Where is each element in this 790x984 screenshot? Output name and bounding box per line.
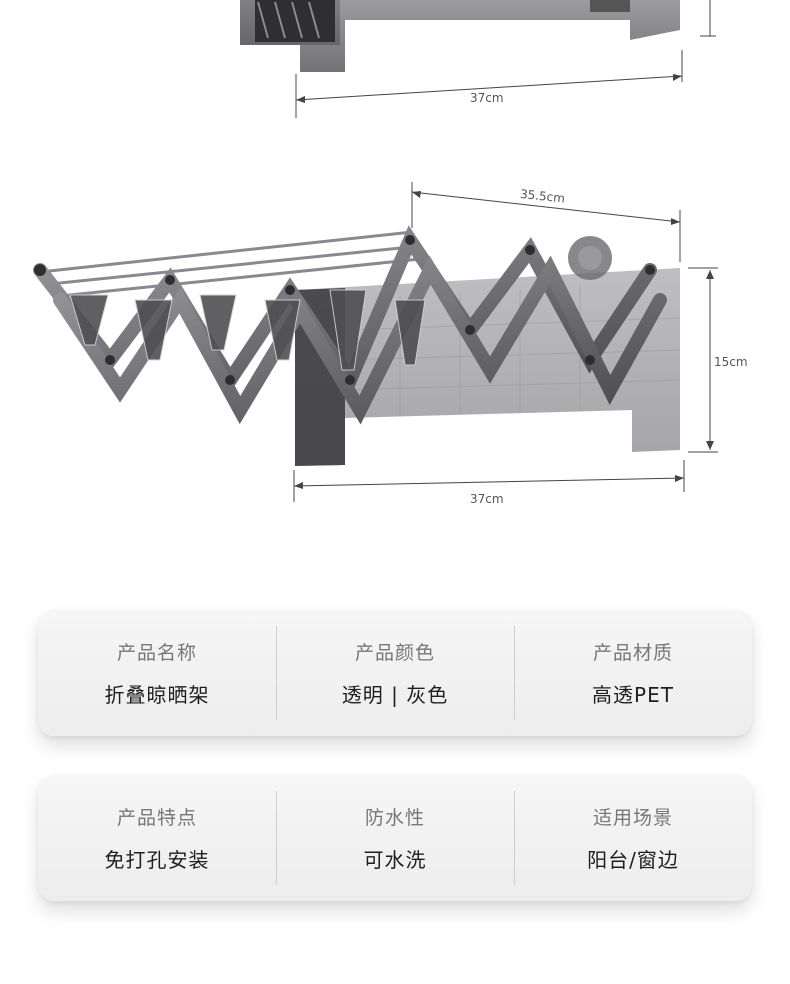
dimension-top-width: 37cm	[295, 50, 683, 118]
spec-label: 产品颜色	[354, 642, 435, 664]
spec-label: 产品特点	[116, 807, 197, 829]
spec-card-row-2: 产品特点 免打孔安装 防水性 可水洗 适用场景 阳台/窗边	[38, 775, 752, 901]
spec-value: 折叠晾晒架	[104, 683, 210, 707]
height-label: 15cm	[714, 355, 748, 369]
spec-value: 可水洗	[363, 848, 427, 872]
spec-label: 产品名称	[116, 642, 197, 664]
spec-value: 免打孔安装	[104, 848, 210, 872]
spec-label: 产品材质	[592, 642, 673, 664]
spec-cell-product-material: 产品材质 高透PET	[514, 610, 752, 736]
bottom-width-label: 37cm	[470, 492, 504, 506]
spec-value: 透明 | 灰色	[341, 683, 449, 707]
rack-image-main	[33, 225, 681, 466]
spec-cell-product-feature: 产品特点 免打孔安装	[38, 775, 276, 901]
spec-card-row-1: 产品名称 折叠晾晒架 产品颜色 透明 | 灰色 产品材质 高透PET	[38, 610, 752, 736]
spec-cell-waterproof: 防水性 可水洗	[276, 775, 514, 901]
spec-value: 阳台/窗边	[587, 848, 679, 872]
rack-image-top	[240, 0, 680, 72]
dimension-depth: 35.5cm	[411, 182, 681, 262]
dimension-top-height-stub	[700, 0, 716, 37]
spec-label: 适用场景	[592, 807, 673, 829]
product-dimension-diagram: 37cm	[33, 0, 748, 506]
depth-label: 35.5cm	[519, 187, 565, 206]
spec-label: 防水性	[364, 807, 425, 829]
top-width-label: 37cm	[470, 91, 504, 105]
spec-cell-product-name: 产品名称 折叠晾晒架	[38, 610, 276, 736]
spec-value: 高透PET	[592, 683, 674, 707]
dimension-height: 15cm	[688, 267, 748, 453]
spec-cell-product-color: 产品颜色 透明 | 灰色	[276, 610, 514, 736]
dimension-bottom-width: 37cm	[293, 460, 685, 506]
spec-cell-usage-scene: 适用场景 阳台/窗边	[514, 775, 752, 901]
